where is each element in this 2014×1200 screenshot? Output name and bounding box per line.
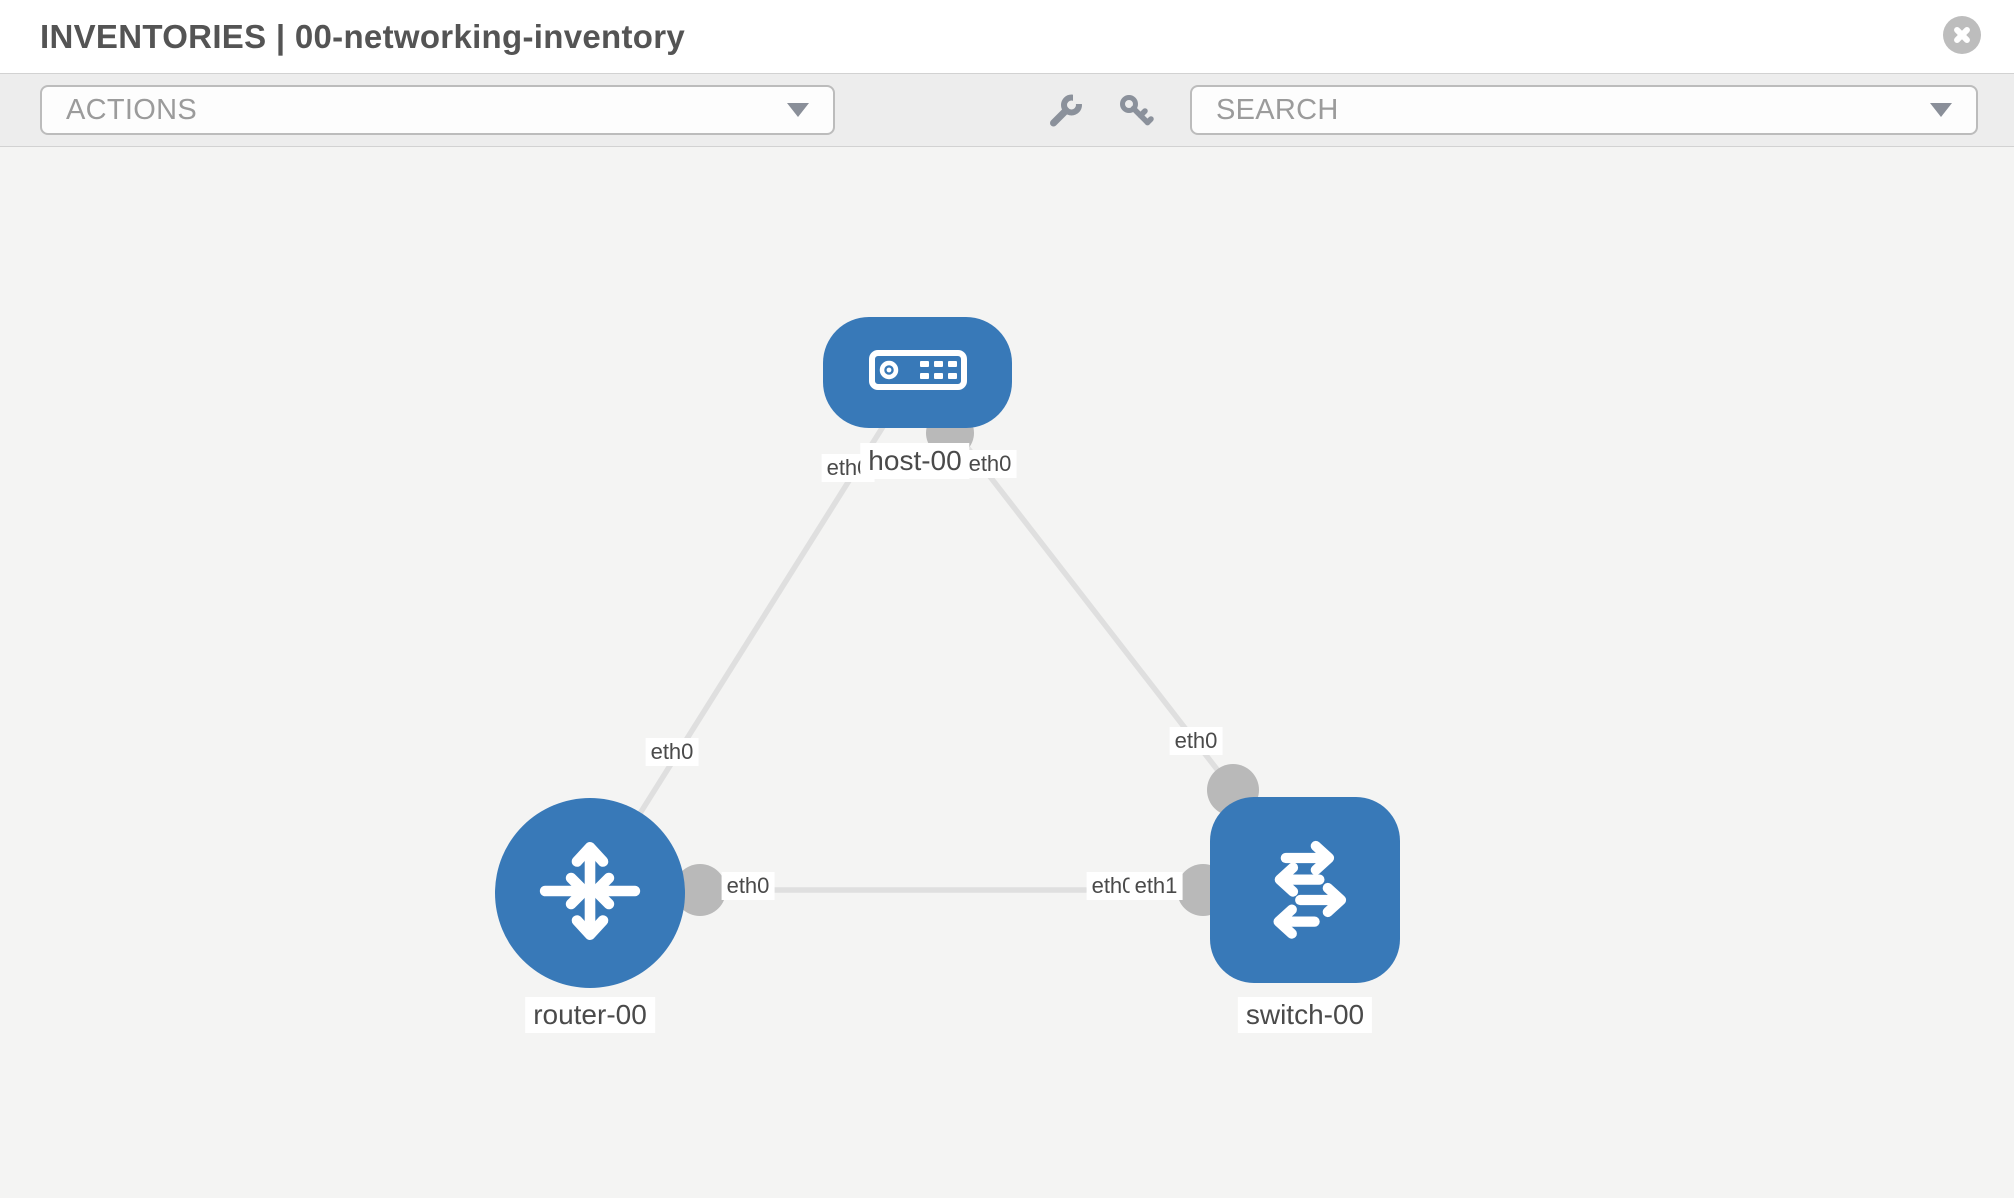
search-dropdown-label: SEARCH	[1216, 93, 1339, 126]
router-icon	[531, 832, 649, 955]
actions-dropdown[interactable]: ACTIONS	[40, 85, 835, 135]
interface-label: eth0	[645, 738, 699, 766]
node-label-host-00: host-00	[860, 443, 970, 479]
chevron-down-icon	[787, 103, 809, 117]
interface-label: eth1	[1129, 872, 1183, 900]
node-label-router-00: router-00	[525, 997, 655, 1033]
key-icon[interactable]	[1118, 93, 1154, 129]
panel-header: INVENTORIES | 00-networking-inventory	[0, 0, 2014, 73]
node-host-00[interactable]	[823, 317, 1012, 428]
page-title: INVENTORIES | 00-networking-inventory	[40, 17, 685, 55]
interface-label: eth0	[963, 450, 1017, 478]
close-icon[interactable]	[1943, 16, 1981, 54]
wrench-icon[interactable]	[1047, 91, 1086, 129]
toolbar: ACTIONS SEARCH	[0, 73, 2014, 147]
port-router-eth0	[674, 864, 726, 916]
chevron-down-icon	[1930, 103, 1952, 117]
actions-dropdown-label: ACTIONS	[66, 93, 197, 126]
switch-icon	[1244, 828, 1366, 953]
topology-canvas[interactable]: eth0 eth0 eth0 eth0 eth0 eth0 eth1 host-…	[0, 147, 2014, 1198]
interface-label: eth0	[1169, 727, 1223, 755]
interface-label: eth0	[721, 872, 775, 900]
node-switch-00[interactable]	[1210, 797, 1400, 983]
search-dropdown[interactable]: SEARCH	[1190, 85, 1978, 135]
host-icon	[868, 349, 968, 396]
node-label-switch-00: switch-00	[1237, 997, 1373, 1033]
node-router-00[interactable]	[495, 798, 685, 988]
